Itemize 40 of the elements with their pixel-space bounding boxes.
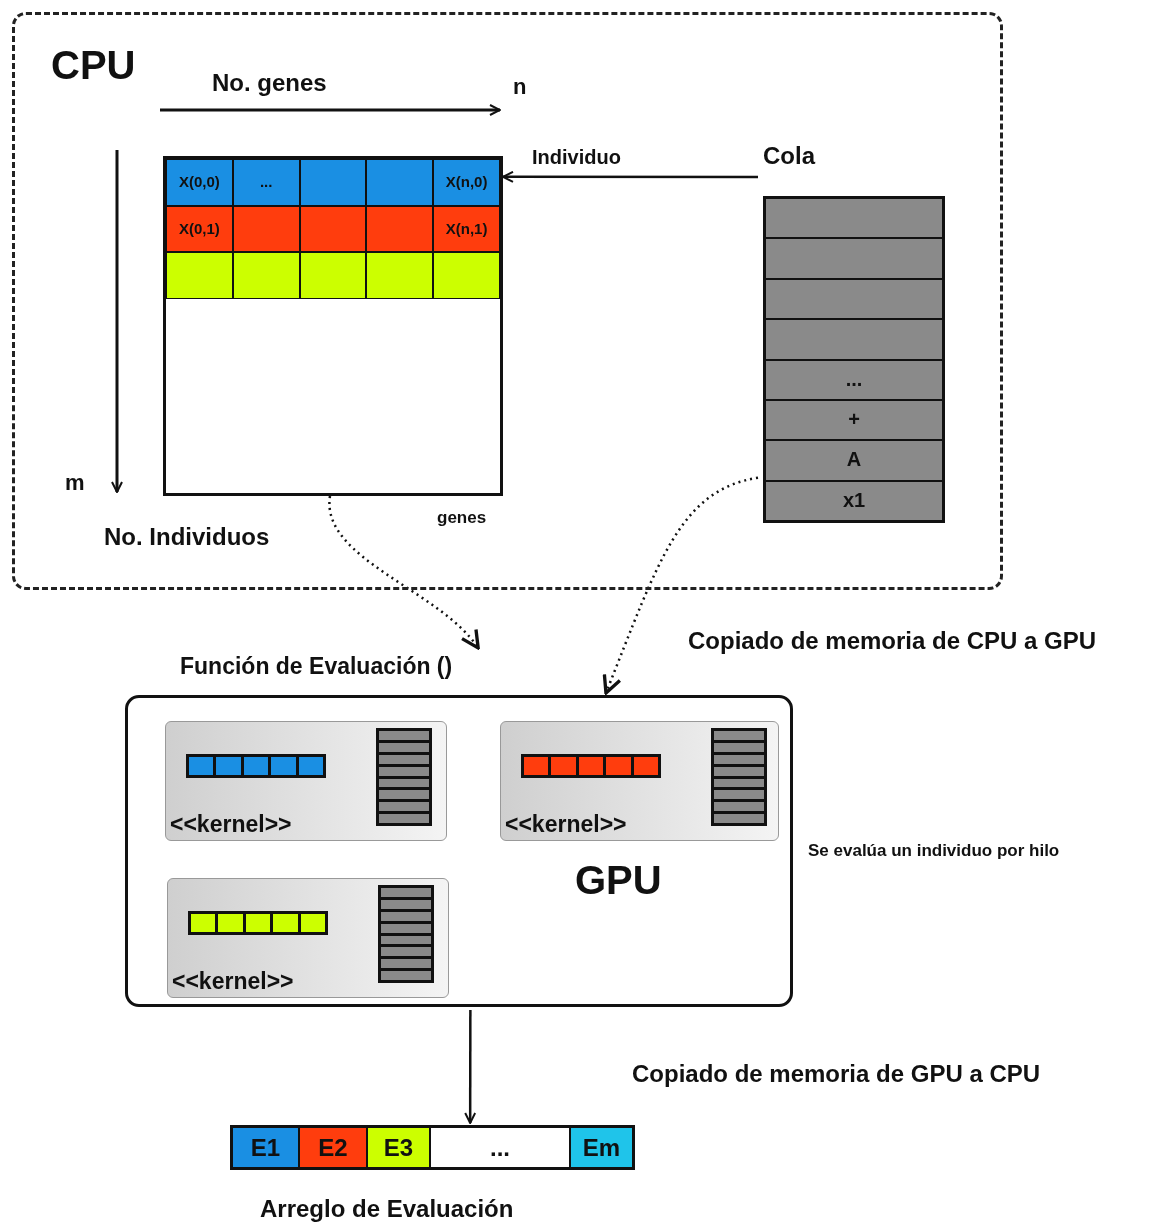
kernel-label: <<kernel>> xyxy=(505,812,627,838)
dotted-arrow xyxy=(602,476,759,695)
arrow xyxy=(464,1010,477,1124)
queue-title: Cola xyxy=(763,143,815,170)
matrix-cell: X(n,0) xyxy=(433,159,500,206)
population-matrix xyxy=(163,156,503,496)
kernel-panel xyxy=(165,721,447,841)
array-cell: E2 xyxy=(300,1128,368,1167)
section-title: GPU xyxy=(575,858,662,902)
caption-text: Arreglo de Evaluación xyxy=(260,1196,514,1223)
kernel-panel xyxy=(500,721,779,841)
section-title: CPU xyxy=(51,43,136,87)
matrix-cell: X(n,1) xyxy=(433,205,500,252)
annotation-text: n xyxy=(513,75,527,100)
queue-slot: + xyxy=(765,400,943,441)
gpu-container xyxy=(125,695,793,1007)
matrix-cell: X(0,1) xyxy=(166,205,233,252)
annotation-text: No. genes xyxy=(212,70,327,97)
annotation-text: Copiado de memoria de CPU a GPU xyxy=(688,628,1097,655)
arrow xyxy=(502,170,758,183)
kernel-panel xyxy=(167,878,449,998)
kernel-label: <<kernel>> xyxy=(172,969,294,995)
annotation-text: Copiado de memoria de GPU a CPU xyxy=(632,1061,1041,1088)
matrix-cell: X(0,0) xyxy=(166,159,233,206)
annotation-text: m xyxy=(65,471,85,496)
array-cell: E1 xyxy=(233,1128,300,1167)
array-cell: E3 xyxy=(368,1128,431,1167)
caption-text: Se evalúa un individuo por hilo xyxy=(808,842,1060,861)
evaluation-array xyxy=(230,1125,635,1170)
function-label: Función de Evaluación () xyxy=(178,650,523,684)
queue-slot: ... xyxy=(765,359,943,400)
queue-slot: A xyxy=(765,440,943,481)
array-cell: Em xyxy=(571,1128,632,1167)
kernel-label: <<kernel>> xyxy=(170,812,292,838)
dashed-container xyxy=(12,12,1003,590)
annotation-text: genes xyxy=(437,509,487,528)
dotted-arrow xyxy=(328,496,480,650)
annotation-text: No. Individuos xyxy=(104,524,270,551)
matrix-cell: ... xyxy=(232,159,300,206)
queue-slot: x1 xyxy=(765,480,943,522)
